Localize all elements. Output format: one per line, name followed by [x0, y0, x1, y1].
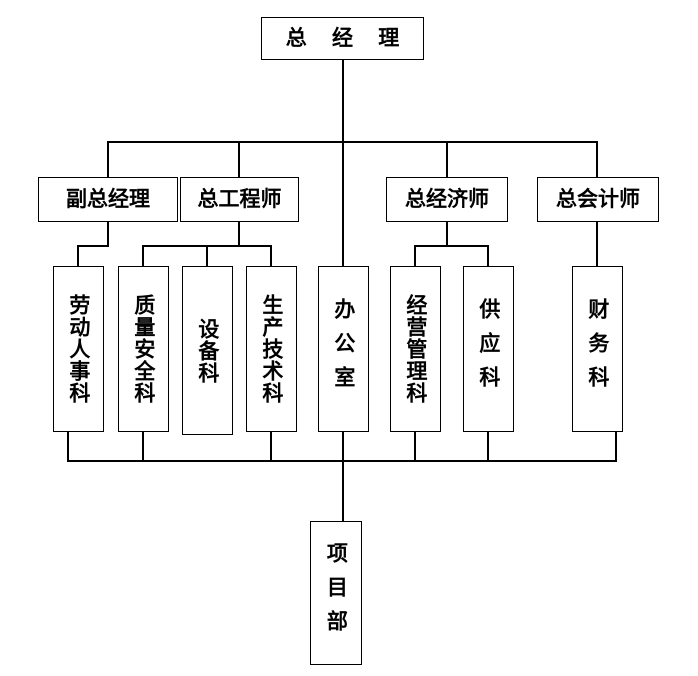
node-label: 总会计师	[556, 187, 640, 212]
node-label: 质量安全科	[131, 294, 156, 404]
node-label: 副总经理	[66, 187, 150, 212]
node-label: 总 经 理	[285, 26, 409, 51]
node-label: 生产技术科	[259, 294, 284, 404]
node-label: 办公室	[331, 298, 356, 400]
node-label: 财务科	[585, 298, 610, 400]
node-label: 经营管理科	[403, 294, 428, 404]
node-label: 劳动人事科	[66, 294, 91, 404]
node-label: 项目部	[324, 542, 349, 644]
node-labor-personnel[interactable]: 劳动人事科	[53, 266, 104, 432]
node-quality-safety[interactable]: 质量安全科	[118, 266, 169, 432]
node-label: 总工程师	[197, 187, 282, 212]
node-production-tech[interactable]: 生产技术科	[246, 266, 297, 432]
node-equipment[interactable]: 设备科	[182, 266, 233, 435]
node-label: 供应科	[476, 298, 501, 400]
node-supply[interactable]: 供应科	[463, 266, 514, 432]
node-chief-engineer[interactable]: 总工程师	[180, 177, 299, 222]
node-project-dept[interactable]: 项目部	[310, 521, 362, 665]
node-deputy-gm[interactable]: 副总经理	[38, 177, 178, 222]
node-label: 设备科	[195, 317, 220, 384]
node-label: 总经济师	[405, 187, 489, 212]
node-business-management[interactable]: 经营管理科	[390, 266, 441, 432]
node-office[interactable]: 办公室	[318, 266, 369, 432]
node-chief-accountant[interactable]: 总会计师	[537, 177, 659, 222]
node-chief-economist[interactable]: 总经济师	[386, 177, 508, 222]
node-general-manager[interactable]: 总 经 理	[261, 17, 424, 60]
node-finance[interactable]: 财务科	[572, 266, 623, 432]
